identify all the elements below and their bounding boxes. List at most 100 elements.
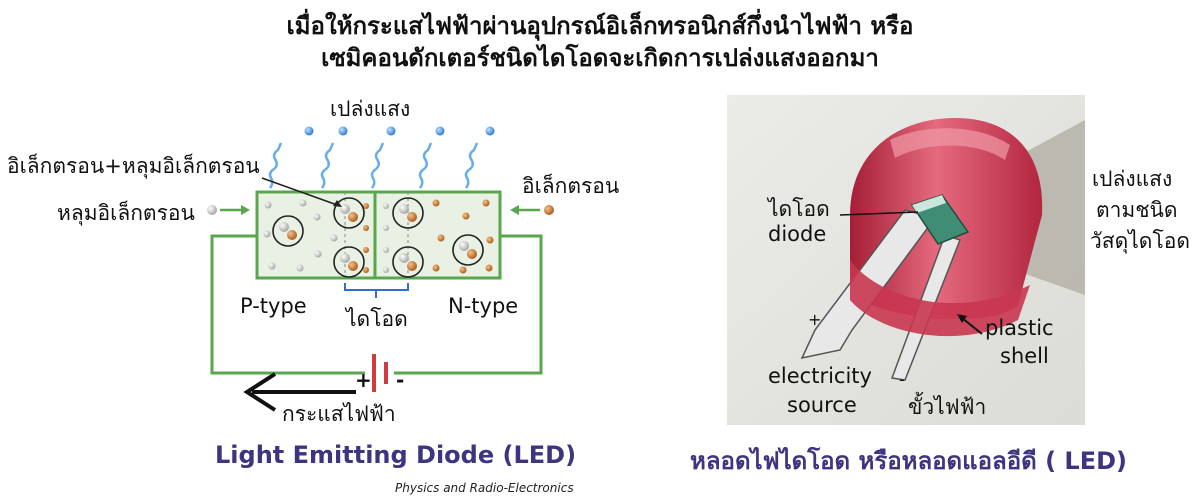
credit-text: Physics and Radio-Electronics [395, 481, 574, 495]
recombination-ring [392, 246, 424, 278]
recombination-ring [392, 197, 424, 229]
hole-particle [299, 199, 307, 207]
electron-particle [363, 267, 369, 273]
electron-particle [363, 203, 369, 209]
title-line-1: เมื่อให้กระแสไฟฟ้าผ่านอุปกรณ์อิเล็กทรอนิ… [286, 12, 914, 40]
p-side-holes [263, 199, 338, 272]
emit-label-line-3: วัสดุไดโอด [1090, 229, 1190, 253]
pointer-arrowhead [333, 200, 342, 207]
incoming-hole [207, 205, 217, 215]
led-dome-highlight [890, 128, 1010, 160]
electron-particle [432, 264, 440, 272]
electron-particle [482, 199, 490, 207]
electron-particle [486, 236, 494, 244]
hole-particle [268, 262, 276, 270]
hole-arrowhead [241, 205, 250, 215]
hole-particle [340, 253, 350, 263]
electron-arrowhead [510, 205, 519, 215]
hole-particle [279, 222, 289, 232]
electron-hole-pointer [261, 177, 341, 207]
hole-label: หลุมอิเล็กตรอน [57, 201, 195, 225]
left-caption: Light Emitting Diode (LED) [215, 441, 577, 469]
photon-wave-2 [320, 142, 335, 189]
electron-particle [348, 212, 358, 222]
light-emission-label: เปล่งแสง [330, 97, 411, 121]
diode-english-label: diode [768, 222, 827, 246]
lead-minus-sign: - [899, 370, 905, 389]
incoming-electron [544, 205, 554, 215]
current-arrowhead [243, 372, 277, 412]
photon-wave-1 [268, 142, 283, 189]
right-caption: หลอดไฟไดโอด หรือหลอดแอลอีดี ( LED) [690, 447, 1127, 475]
recombination-ring [333, 197, 365, 229]
battery-minus-sign: - [396, 368, 405, 392]
hole-particle [459, 241, 469, 251]
photon-wave-3 [370, 142, 385, 189]
n-type-label: N-type [448, 294, 519, 318]
left-led-diagram [207, 126, 554, 412]
recombination-rings [272, 197, 484, 278]
electron-particle [437, 234, 445, 242]
junction-particles [363, 203, 389, 273]
n-side-electrons [432, 199, 494, 274]
hole-particle [383, 267, 389, 273]
photon-emissions [268, 142, 479, 189]
electron-particle [462, 212, 470, 220]
photon-dot [338, 126, 348, 136]
led-shell-rim [850, 260, 1030, 337]
emit-label-line-1: เปล่งแสง [1092, 167, 1173, 191]
source-label-line-1: electricity [768, 364, 872, 388]
n-type-region [373, 190, 502, 280]
diode-pointer [839, 211, 919, 216]
electron-particle [287, 230, 297, 240]
hole-particle [314, 250, 322, 258]
diode-bracket [344, 283, 409, 298]
electron-particle [348, 261, 358, 271]
right-led-photo [727, 95, 1085, 425]
photon-dots [304, 126, 495, 136]
lead-plus-sign: + [808, 310, 822, 329]
photon-wave-5 [464, 142, 479, 189]
hole-particle [263, 230, 271, 238]
plastic-label-line-2: shell [1000, 344, 1049, 368]
electron-label: อิเล็กตรอน [522, 174, 620, 198]
plastic-shell-arrowhead [957, 314, 967, 323]
photon-dot [386, 126, 396, 136]
hole-particle [296, 264, 304, 272]
electron-particle [407, 212, 417, 222]
electron-particle [363, 225, 369, 231]
battery-plus-sign: + [355, 368, 372, 392]
title-line-2: เซมิคอนดักเตอร์ชนิดไดโอดจะเกิดการเปล่งแส… [321, 44, 879, 72]
hole-particle [383, 247, 389, 253]
terminal-label: ขั้วไฟฟ้า [908, 395, 987, 419]
current-label: กระแสไฟฟ้า [282, 402, 396, 426]
circuit-wire [210, 234, 543, 375]
electron-particle [485, 264, 493, 272]
hole-particle [340, 204, 350, 214]
hole-particle [264, 201, 272, 209]
plastic-label-line-1: plastic [985, 316, 1054, 340]
hole-particle [399, 253, 409, 263]
diode-chip-top [912, 195, 946, 213]
electron-particle [363, 247, 369, 253]
electron-hole-label: อิเล็กตรอน+หลุมอิเล็กตรอน [7, 154, 260, 178]
photon-dot [435, 126, 445, 136]
electron-particle [459, 266, 467, 274]
p-type-label: P-type [240, 294, 307, 318]
recombination-ring [333, 246, 365, 278]
hole-particle [383, 225, 389, 231]
recombination-pairs [279, 204, 477, 271]
emit-label-line-2: ตามชนิด [1096, 198, 1178, 222]
plastic-shell-arrow [961, 317, 983, 335]
hole-particle [313, 213, 321, 221]
diode-label: ไดโอด [346, 307, 408, 331]
hole-particle [330, 234, 338, 242]
source-label-line-2: source [787, 393, 857, 417]
recombination-ring [272, 215, 304, 247]
photon-wave-4 [418, 142, 433, 189]
electron-particle [432, 199, 440, 207]
photon-dot [485, 126, 495, 136]
diode-thai-label: ไดโอด [768, 197, 830, 221]
recombination-ring [452, 234, 484, 266]
